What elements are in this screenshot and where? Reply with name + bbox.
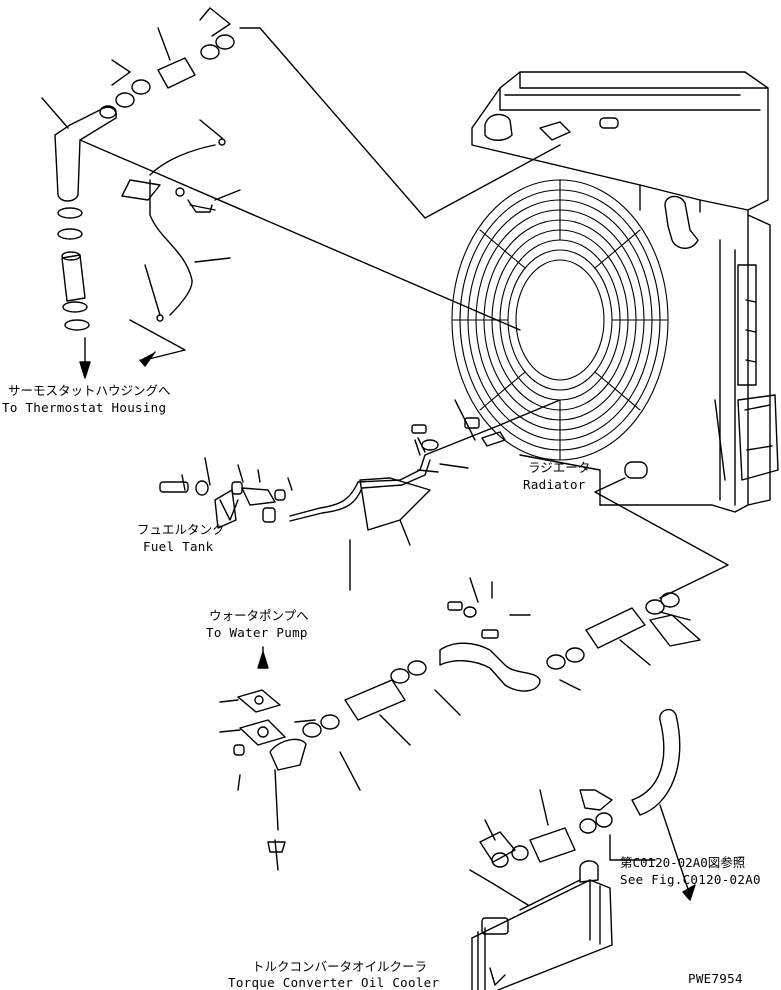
thermostat-housing-label-jp: サーモスタットハウジングへ (8, 383, 171, 398)
upper-hose-set (41, 7, 561, 379)
torque-converter-label-jp: トルクコンバータオイルクーラ (252, 959, 428, 974)
fuel-line-assembly (159, 399, 561, 591)
radiator-label-en: Radiator (523, 477, 586, 492)
drawing-code: PWE7954 (688, 971, 743, 986)
radiator-label-jp: ラジエータ (528, 460, 591, 475)
torque-converter-label-en: Torque Converter Oil Cooler (228, 975, 440, 990)
breather-tube (121, 119, 241, 367)
see-figure-label-jp: 第C0120-02A0図参照 (620, 855, 746, 870)
fuel-tank-label-jp: フュエルタンク (137, 522, 225, 537)
water-pump-label-en: To Water Pump (206, 625, 308, 640)
oil-cooler-circuit (469, 708, 696, 990)
lower-hose-set (219, 477, 729, 871)
fan-guard (451, 179, 669, 461)
fuel-tank-label-en: Fuel Tank (143, 539, 214, 554)
see-figure-label-en: See Fig.C0120-02A0 (620, 872, 761, 887)
radiator (471, 71, 779, 513)
water-pump-label-jp: ウォータポンプへ (209, 608, 309, 623)
fuel-tank-bracket (214, 489, 276, 529)
thermostat-housing-label-en: To Thermostat Housing (2, 400, 167, 415)
